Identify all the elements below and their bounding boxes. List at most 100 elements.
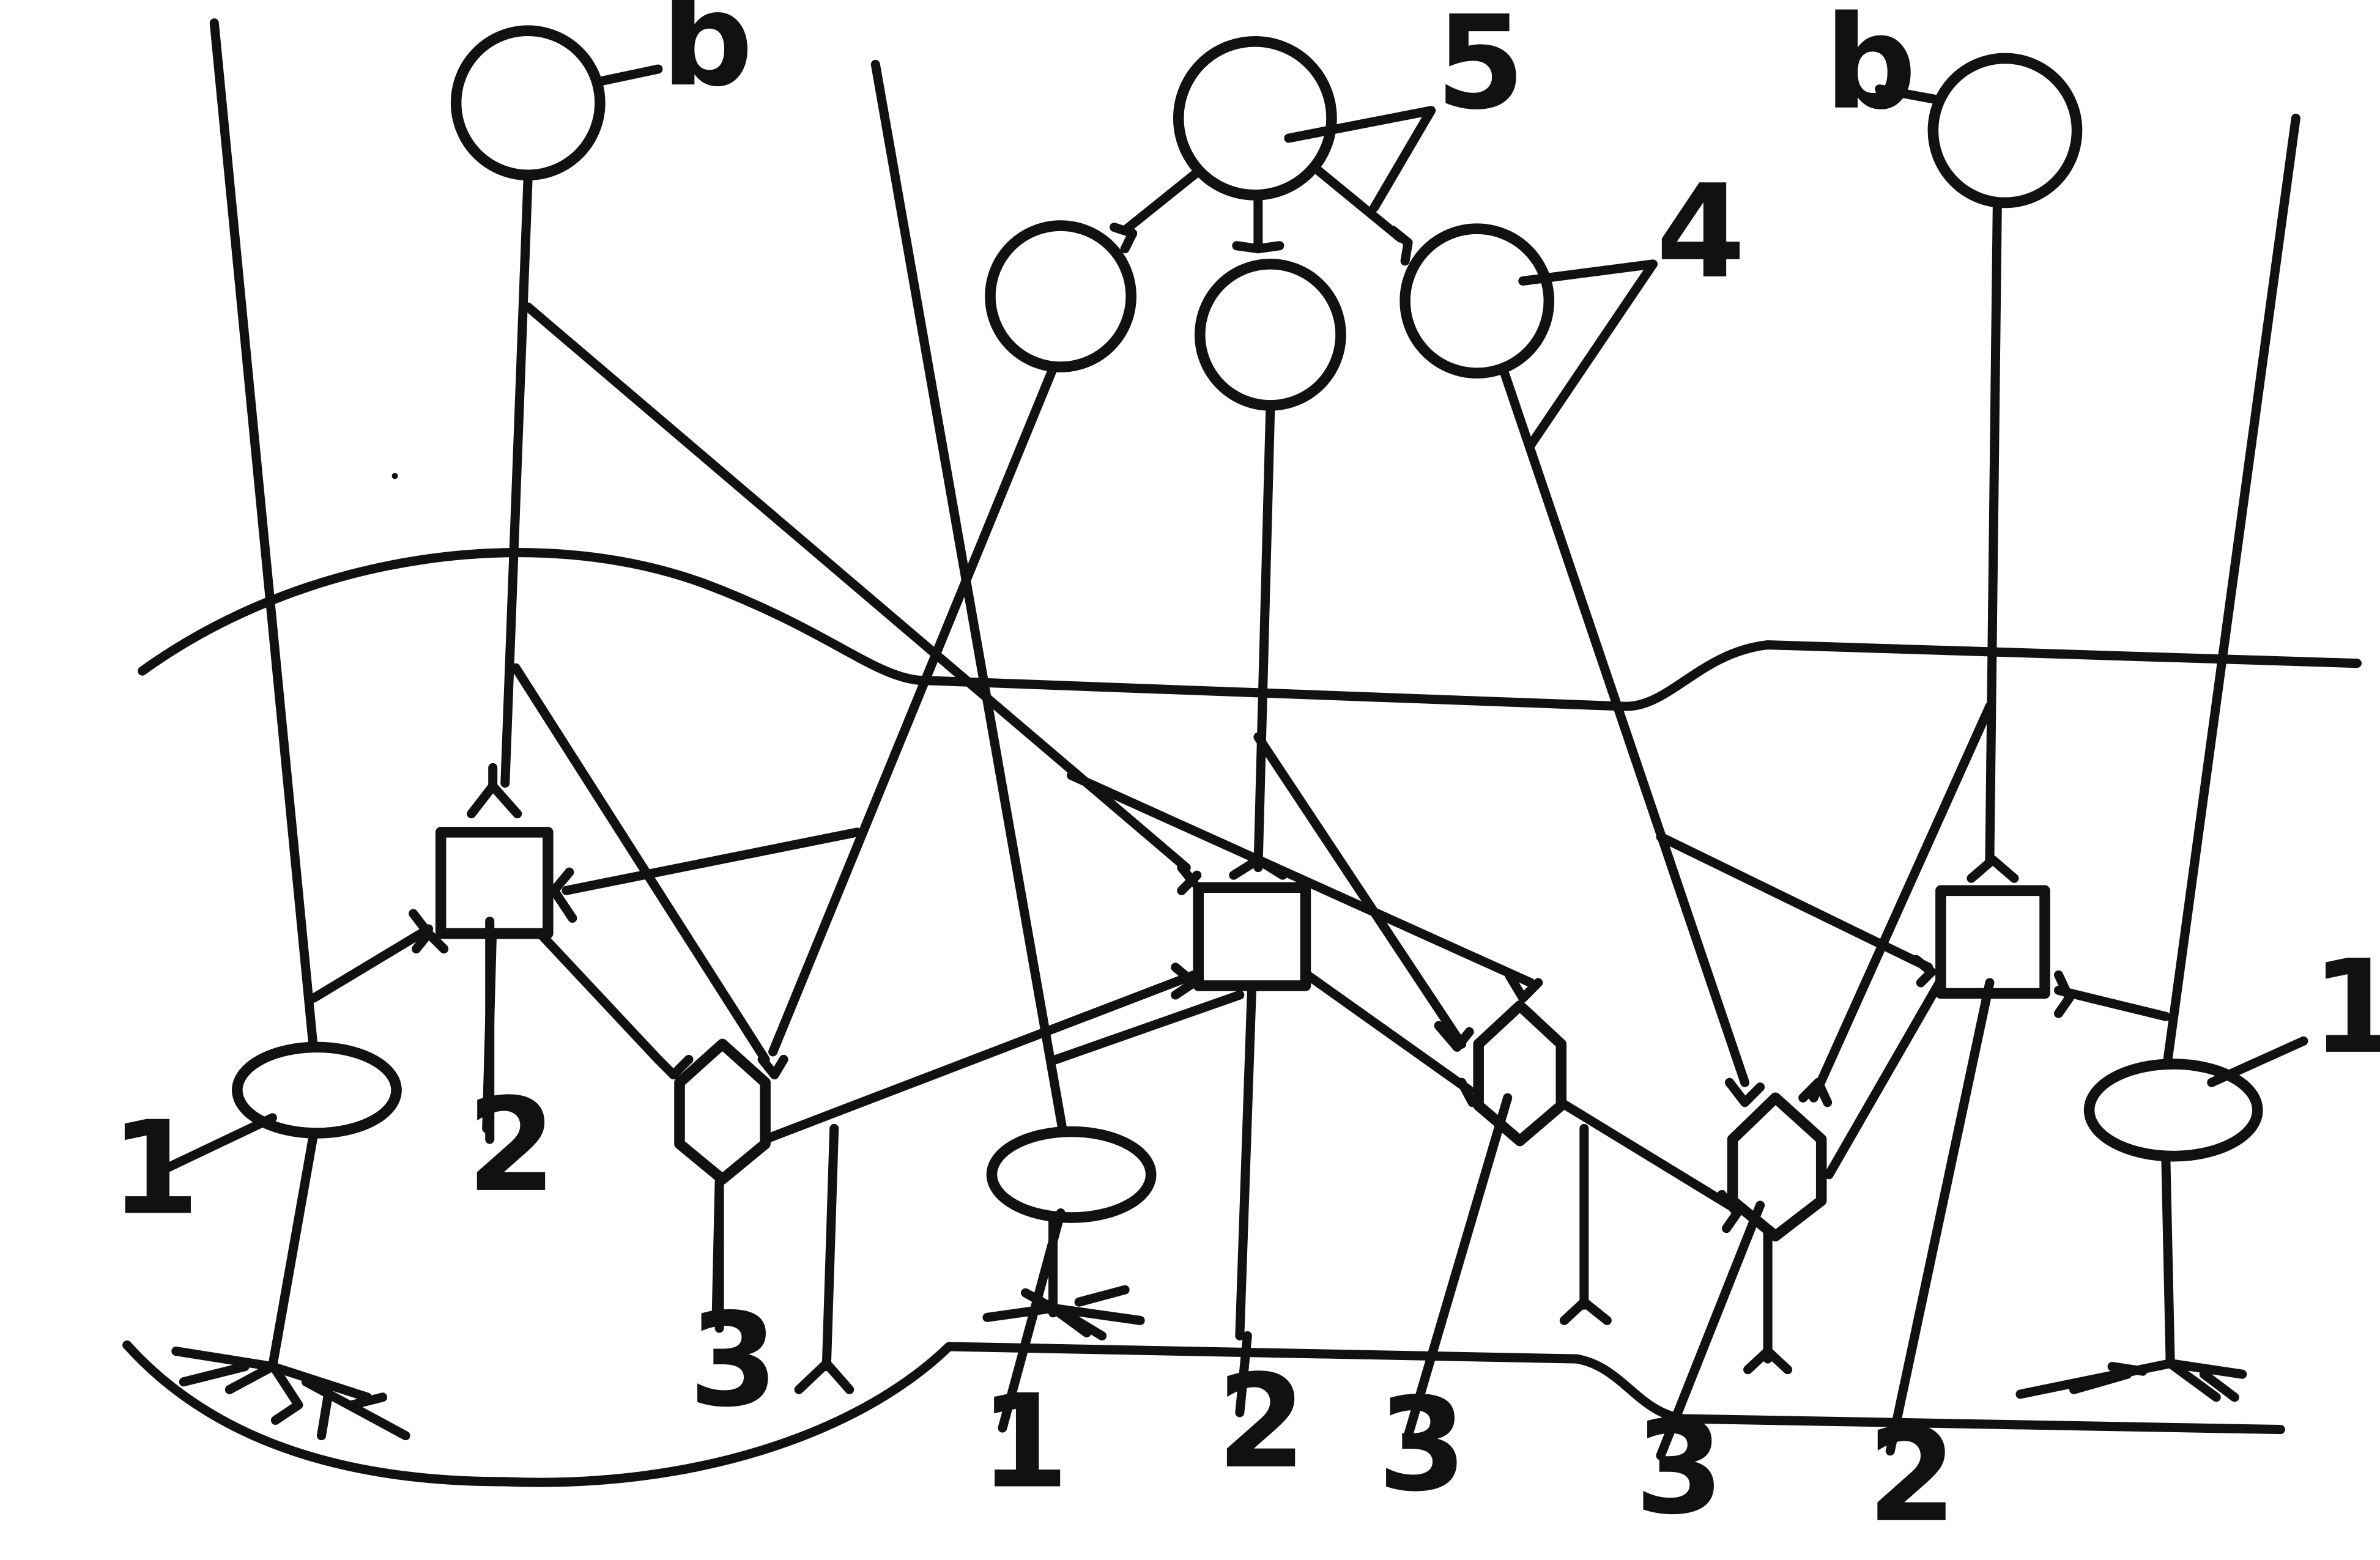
bipolar-left-to-g4-line (562, 827, 862, 895)
amacrine-left-to-bipolar-mid (760, 970, 1199, 1144)
g4-left-drop (821, 1123, 839, 1372)
fiber-middle-receptor (870, 59, 1069, 1141)
b-left-axon (500, 172, 533, 788)
label-ganglion-4: 4 (1656, 157, 1745, 307)
bipolar-right-branch-1 (1656, 832, 1933, 972)
label-receptor-middle: 1 (979, 1367, 1069, 1517)
label-ganglion-5: 5 (1436, 0, 1525, 138)
layer-boundaries (122, 548, 2362, 1487)
synapse-fork (1725, 1078, 1765, 1107)
synapse-fork (1798, 1078, 1833, 1107)
synapse-fork (1911, 955, 1937, 988)
label-bipolar-left: 2 (467, 1071, 556, 1221)
synapse-fork (1110, 223, 1138, 254)
synapse-fork (1177, 863, 1202, 895)
b-left-to-amacrine (511, 663, 770, 1065)
amacrine-cell-left (674, 1038, 771, 1185)
bipolar-left-to-amacrine (534, 927, 663, 1065)
stray-dot (391, 473, 398, 479)
synapse-fork (1743, 1346, 1793, 1375)
connections (209, 18, 2300, 1372)
label-amacrine-right: 3 (1634, 1393, 1724, 1543)
receptor-cell-middle (986, 1126, 1157, 1223)
ganglion-cell-4-left (985, 220, 1136, 372)
ganglion-cell-4-right (1399, 223, 1555, 379)
leader-receptor-left (148, 1113, 277, 1180)
synapse-fork (409, 909, 449, 954)
synapse-fork (1559, 1297, 1612, 1325)
label-receptor-left: 1 (110, 1093, 199, 1243)
bipolar-mid-diag-2 (1253, 732, 1467, 1049)
leader-b-right (1875, 84, 1943, 105)
label-amacrine-middle: 3 (1377, 1370, 1467, 1520)
bipolar-right-to-amacrine (1824, 970, 1949, 1180)
label-b-right: b (1825, 0, 1916, 138)
bipolar-right-to-receptor (2054, 985, 2171, 1021)
bipolar-mid-stem (1235, 978, 1257, 1340)
dendrite-middle (982, 1285, 1145, 1340)
synapse-fork (2054, 970, 2074, 1018)
b-cell-left (450, 25, 606, 181)
receptor-cell-right (2083, 1059, 2263, 1162)
fiber-right-receptor (2161, 113, 2300, 1080)
bipolar-mid-diag-1 (1067, 771, 1535, 988)
upper-layer-boundary (138, 548, 2362, 711)
synapse-fork (1504, 970, 1543, 1003)
bipolar-cell-middle (1193, 882, 1311, 991)
label-b-left: b (661, 0, 753, 115)
bipolar-cell-right (1935, 885, 2050, 999)
g4-mid-axon (1253, 402, 1275, 873)
b-cell-right (1927, 53, 2083, 209)
synapse-fork (653, 1054, 694, 1080)
leader-bipolar-right (1885, 978, 1995, 1456)
receptor-right-stem (2161, 1150, 2175, 1369)
bipolar-mid-to-receptor (1051, 990, 1245, 1065)
bipolar-mid-to-amacrine (1296, 966, 1474, 1095)
leader-ganglion-5a (1284, 106, 1436, 143)
dendrite-left (171, 1346, 410, 1441)
synapse-fork (1434, 1021, 1474, 1052)
label-bipolar-right: 2 (1867, 1400, 1957, 1550)
ganglion-cell-5 (1173, 36, 1337, 201)
leader-ganglion-4a (1518, 259, 1658, 286)
leader-ganglion-4b (1525, 259, 1658, 450)
g4-left-axon (768, 364, 1058, 1057)
synapse-fork (1388, 226, 1413, 266)
leader-amacrine-middle (1403, 1093, 1513, 1441)
label-leaders (148, 64, 2308, 1460)
synapse-fork (1232, 241, 1285, 254)
receptor-left-to-bipolar (309, 924, 434, 1003)
g5-to-g4-left (1120, 164, 1206, 235)
lower-layer-boundary (122, 1340, 2285, 1487)
dendrite-right (2015, 1359, 2247, 1402)
leader-amacrine-left (711, 1177, 724, 1322)
receptor-cell-left (232, 1041, 402, 1139)
ganglion-cell-4-middle (1195, 259, 1346, 411)
b-right-axon (1985, 194, 2002, 865)
leader-bipolar-middle (1235, 1331, 1252, 1418)
receptor-left-stem (267, 1128, 319, 1372)
synapse-fork (757, 1054, 788, 1080)
fiber-left-receptor (209, 18, 319, 1057)
leader-ganglion-5b (1370, 106, 1436, 212)
g5-to-g4-right (1311, 164, 1406, 243)
label-receptor-right: 1 (2311, 933, 2380, 1082)
g4-right-axon (1500, 368, 1750, 1087)
synapse-fork (1717, 1189, 1742, 1233)
b-right-branch (1809, 701, 1995, 1103)
synapse-fork (794, 1359, 855, 1394)
label-amacrine-left: 3 (689, 1285, 778, 1435)
leader-b-left (595, 64, 663, 86)
bipolar-cell-left (435, 827, 554, 939)
leader-receptor-middle (998, 1208, 1066, 1433)
leader-receptor-right (2207, 1036, 2308, 1087)
synapse-fork (549, 867, 577, 923)
leader-amacrine-right (1656, 1200, 1765, 1460)
synapse-fork (1229, 855, 1288, 880)
label-bipolar-middle: 2 (1217, 1347, 1306, 1497)
amacrine-cell-right (1727, 1092, 1827, 1242)
synapse-fork (1457, 1078, 1477, 1107)
synapse-fork (1967, 855, 2019, 883)
amacrine-mid-to-amacrine-right (1549, 1093, 1735, 1210)
